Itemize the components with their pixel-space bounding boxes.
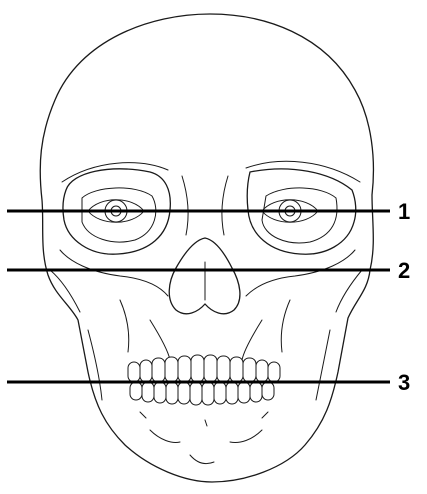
skull-drawing [40,14,373,482]
level-label-2: 2 [398,258,410,283]
teeth [128,355,280,405]
right-orbit-inner [262,188,337,243]
left-zygomatic [50,250,168,312]
chin-contours [140,412,268,464]
brow-ridge [62,161,360,182]
cranium-outline [40,14,373,482]
nasal-bridge [182,176,228,235]
level-label-1: 1 [398,199,410,224]
level-label-3: 3 [398,370,410,395]
maxilla-lines [120,300,290,360]
right-zygomatic [246,250,362,312]
